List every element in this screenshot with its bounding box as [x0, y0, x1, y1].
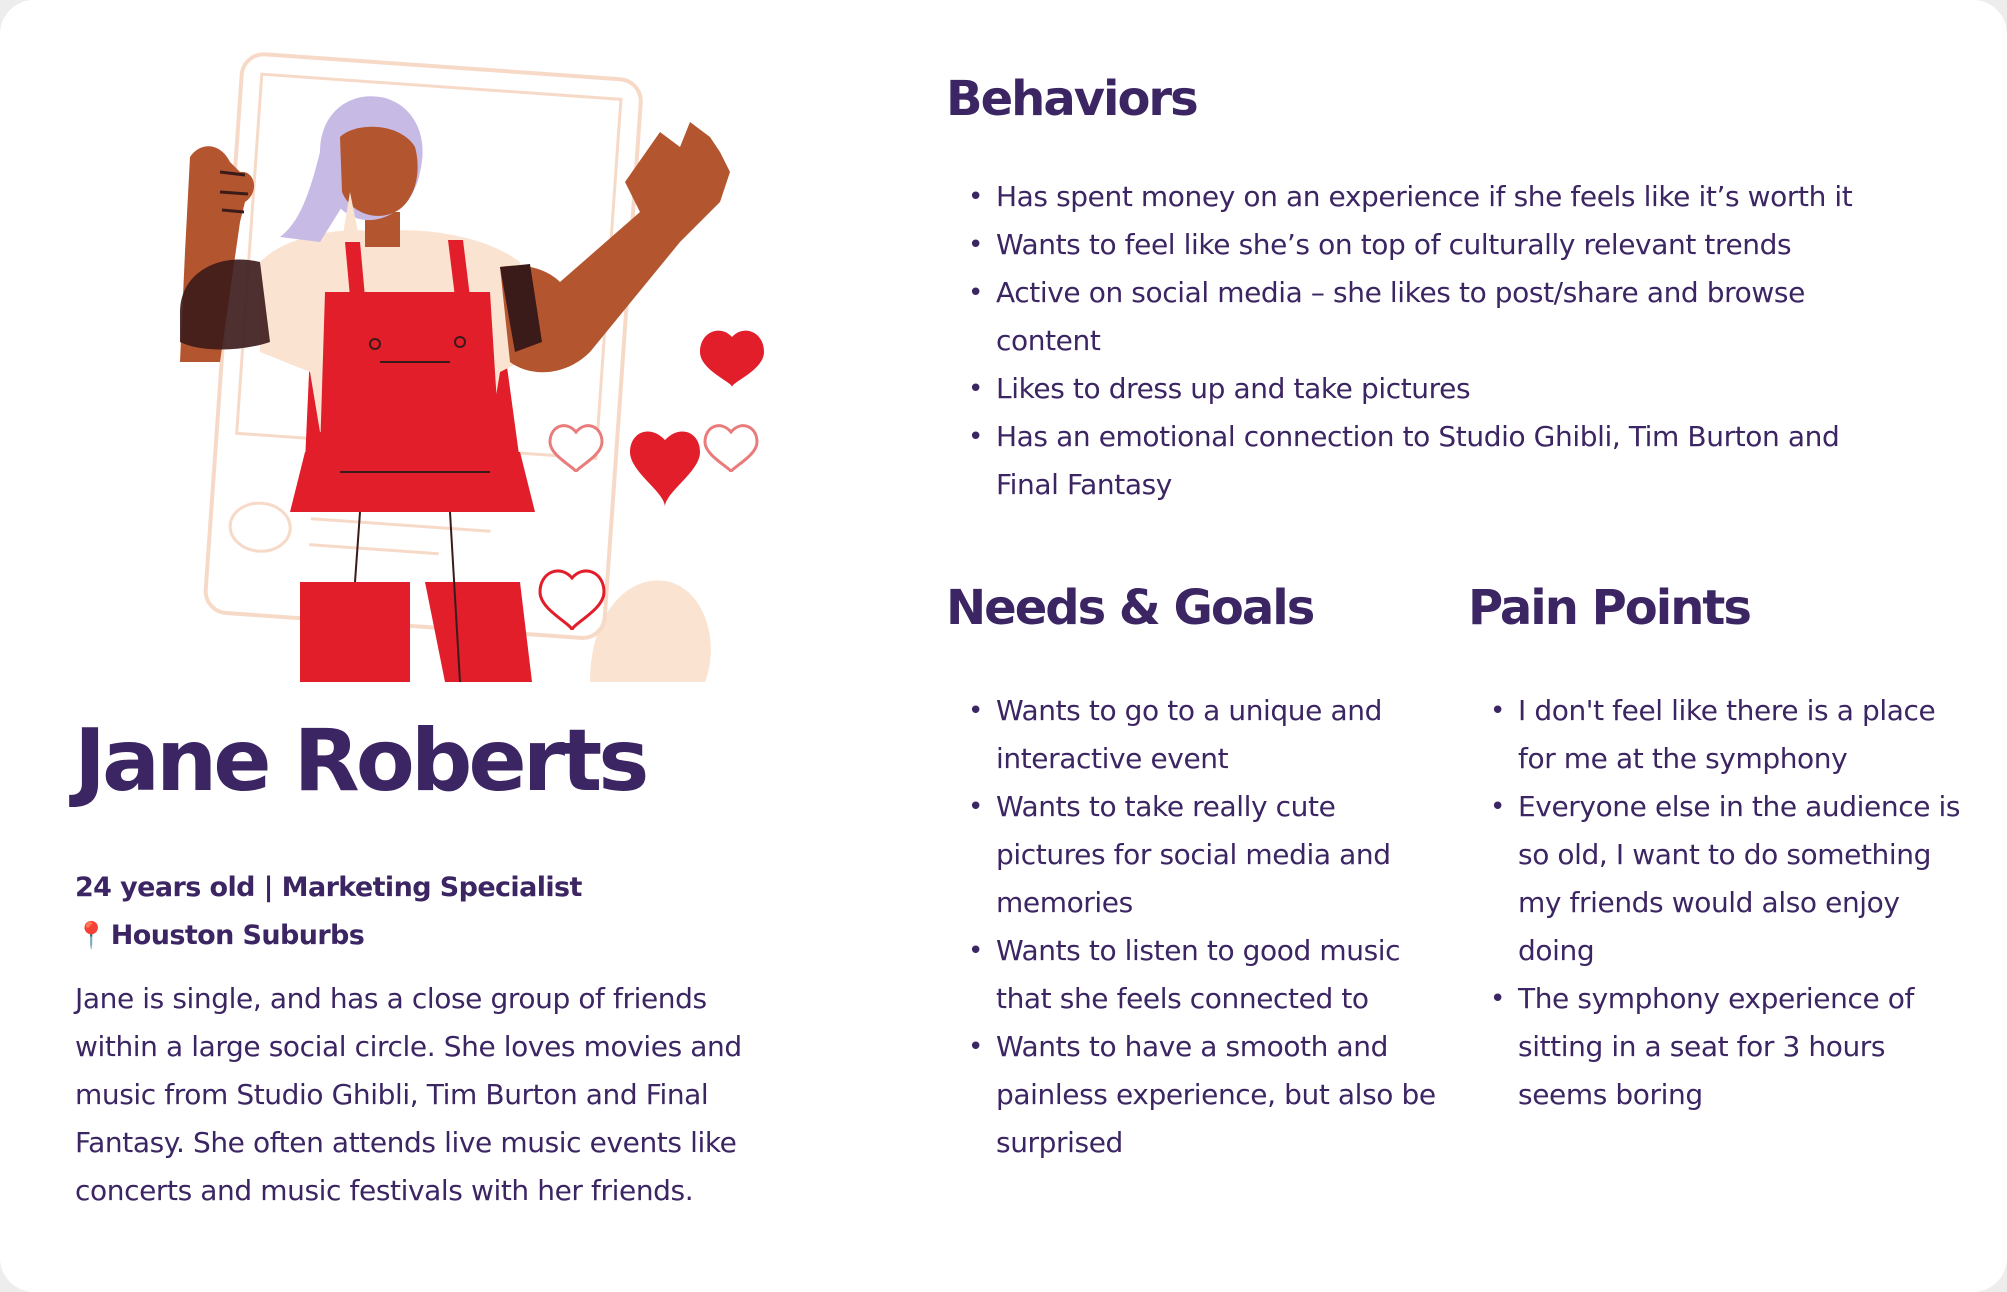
behaviors-list: Has spent money on an experience if she …: [948, 173, 1908, 509]
location-text: Houston Suburbs: [110, 920, 365, 951]
list-item: I don't feel like there is a place for m…: [1470, 687, 1970, 783]
list-item: Wants to have a smooth and painless expe…: [948, 1023, 1438, 1167]
list-item: Wants to feel like she’s on top of cultu…: [948, 221, 1908, 269]
list-item: Everyone else in the audience is so old,…: [1470, 783, 1970, 975]
list-item: Wants to listen to good music that she f…: [948, 927, 1438, 1023]
list-item: Wants to take really cute pictures for s…: [948, 783, 1438, 927]
list-item: Likes to dress up and take pictures: [948, 365, 1908, 413]
list-item: Has spent money on an experience if she …: [948, 173, 1908, 221]
pain-points-heading: Pain Points: [1468, 580, 1752, 636]
list-item: Active on social media – she likes to po…: [948, 269, 1908, 365]
persona-bio: Jane is single, and has a close group of…: [75, 982, 742, 1207]
location-row: 📍Houston Suburbs: [75, 912, 582, 960]
list-item: Has an emotional connection to Studio Gh…: [948, 413, 1908, 509]
age-occupation: 24 years old | Marketing Specialist: [75, 872, 582, 903]
behaviors-heading: Behaviors: [946, 71, 1199, 127]
map-pin-icon: 📍: [75, 921, 107, 951]
social-media-post-woman-illustration: [180, 52, 764, 682]
list-item: Wants to go to a unique and interactive …: [948, 687, 1438, 783]
list-item: The symphony experience of sitting in a …: [1470, 975, 1970, 1119]
persona-meta: 24 years old | Marketing Specialist 📍Hou…: [75, 864, 582, 960]
pain-points-list: I don't feel like there is a place for m…: [1470, 687, 1970, 1119]
persona-name: Jane Roberts: [74, 711, 649, 811]
needs-goals-list: Wants to go to a unique and interactive …: [948, 687, 1438, 1167]
needs-goals-heading: Needs & Goals: [946, 580, 1315, 636]
